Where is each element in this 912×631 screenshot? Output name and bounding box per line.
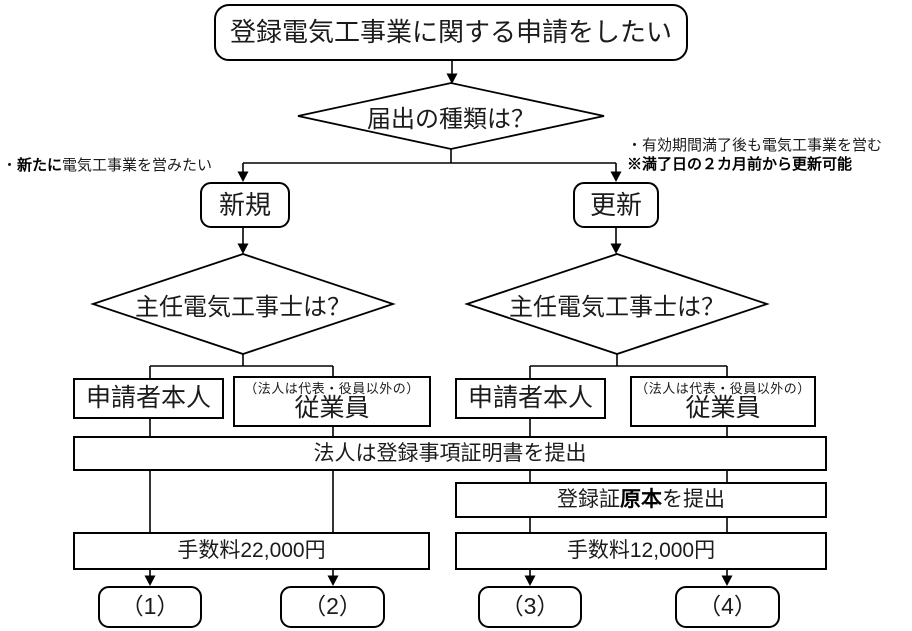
branch-new-label: 新規 xyxy=(218,189,271,220)
branch-renew-node: 更新 xyxy=(573,182,659,228)
arrow-down-icon xyxy=(610,171,622,182)
employee-left-note: （法人は代表・役員以外の） xyxy=(244,380,420,396)
start-node-label: 登録電気工事業に関する申請をしたい xyxy=(229,17,672,48)
annotation-new-rest: 電気工事業を営みたい xyxy=(62,157,213,174)
result-4-node: （4） xyxy=(675,586,780,628)
arrow-down-icon xyxy=(610,243,622,254)
fee-renew-node: 手数料12,000円 xyxy=(455,532,827,570)
result-1-label: （1） xyxy=(120,593,180,620)
annotation-new-bullet: ・ xyxy=(2,157,18,174)
applicant-right-node: 申請者本人 xyxy=(455,378,606,419)
result-2-label: （2） xyxy=(303,593,362,620)
decision-chief-right-label: 主任電気工事士は？ xyxy=(509,294,725,321)
cert-note-bold: 原本 xyxy=(620,488,662,512)
annotation-renew-line2: ※満了日の２カ月前から更新可能 xyxy=(627,156,853,173)
result-4-label: （4） xyxy=(698,593,757,620)
annotation-renew-line1: ・有効期間満了後も電気工事業を営む xyxy=(627,137,883,154)
decision-chief-left-diamond xyxy=(90,253,396,355)
branch-new-node: 新規 xyxy=(200,182,290,228)
arrow-down-icon xyxy=(446,73,458,84)
employee-left-node: （法人は代表・役員以外の） 従業員 xyxy=(233,376,431,427)
cert-note-prefix: 登録証 xyxy=(557,488,620,512)
applicant-left-node: 申請者本人 xyxy=(73,378,224,419)
connector-lines xyxy=(149,61,728,578)
fee-new-node: 手数料22,000円 xyxy=(73,532,430,570)
arrow-down-icon xyxy=(327,575,339,586)
annotation-renew: ・有効期間満了後も電気工事業を営む ※満了日の２カ月前から更新可能 xyxy=(627,136,882,174)
corp-note-label: 法人は登録事項証明書を提出 xyxy=(313,441,587,465)
result-3-label: （3） xyxy=(500,593,560,620)
result-2-node: （2） xyxy=(280,586,385,628)
fee-new-label: 手数料22,000円 xyxy=(177,539,326,563)
cert-note-suffix: を提出 xyxy=(662,488,725,512)
arrow-down-icon xyxy=(237,171,249,182)
employee-right-note: （法人は代表・役員以外の） xyxy=(635,380,811,396)
decision-type-diamond xyxy=(297,82,605,150)
result-3-node: （3） xyxy=(478,586,582,628)
corp-note-node: 法人は登録事項証明書を提出 xyxy=(73,436,827,471)
decision-chief-right-diamond xyxy=(464,253,770,355)
employee-right-label: 従業員 xyxy=(685,394,761,423)
employee-right-node: （法人は代表・役員以外の） 従業員 xyxy=(630,376,816,427)
cert-note-node: 登録証原本を提出 xyxy=(455,482,827,518)
decision-type-label: 届出の種類は？ xyxy=(367,106,535,133)
arrow-down-icon xyxy=(144,575,156,586)
fee-renew-label: 手数料12,000円 xyxy=(566,539,716,563)
arrow-down-icon xyxy=(721,575,733,586)
annotation-new: ・新たに電気工事業を営みたい xyxy=(2,154,212,175)
result-1-node: （1） xyxy=(98,586,202,628)
applicant-left-label: 申請者本人 xyxy=(85,383,211,412)
employee-left-label: 従業員 xyxy=(294,394,370,423)
branch-renew-label: 更新 xyxy=(589,189,642,220)
decision-chief-left-label: 主任電気工事士は？ xyxy=(135,294,351,321)
arrowheads xyxy=(144,73,733,586)
applicant-right-label: 申請者本人 xyxy=(467,383,593,412)
decision-diamonds xyxy=(90,82,770,355)
start-node: 登録電気工事業に関する申請をしたい xyxy=(214,4,688,61)
arrow-down-icon xyxy=(524,575,536,586)
annotation-new-bold: 新たに xyxy=(17,157,63,174)
arrow-down-icon xyxy=(237,243,249,254)
